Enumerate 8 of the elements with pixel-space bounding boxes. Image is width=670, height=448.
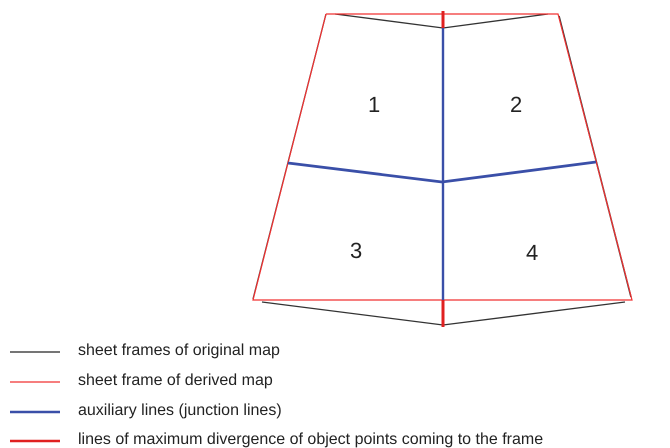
- legend-text: lines of maximum divergence of object points coming to the frame: [78, 432, 544, 448]
- legend-text: sheet frame of derived map: [78, 373, 273, 389]
- region-number: 1: [368, 94, 380, 116]
- legend-text: auxiliary lines (junction lines): [78, 403, 282, 419]
- region-number: 4: [526, 242, 538, 264]
- region-number: 2: [510, 94, 522, 116]
- region-number: 3: [350, 240, 362, 262]
- legend-text: sheet frames of original map: [78, 343, 280, 359]
